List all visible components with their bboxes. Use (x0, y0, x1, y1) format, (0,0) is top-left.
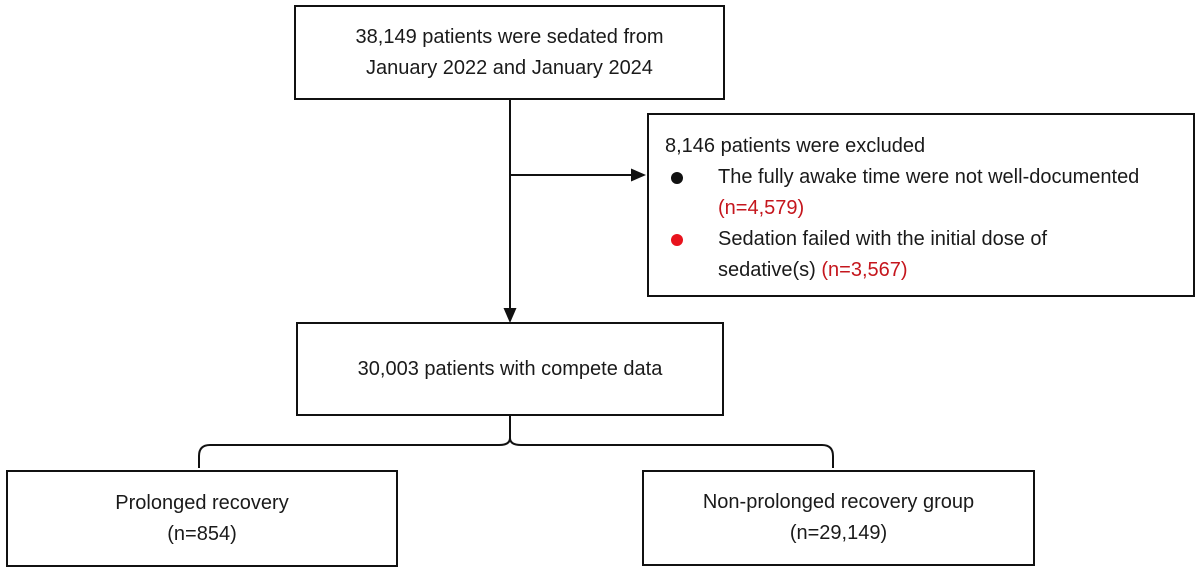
exclusion-bullet-1-line2: (n=4,579) (718, 193, 1139, 224)
arrowhead-down-icon (503, 308, 517, 323)
black-bullet-icon (671, 172, 683, 184)
box-prolonged-recovery: Prolonged recovery (n=854) (6, 470, 398, 567)
sedated-patients-line1: 38,149 patients were sedated from (355, 25, 664, 48)
exclusion-bullet-2-text: Sedation failed with the initial dose of… (718, 224, 1047, 286)
exclusion-bullet-2-count: (n=3,567) (821, 259, 908, 281)
prolonged-recovery-count: (n=854) (167, 522, 237, 545)
non-prolonged-recovery-label: Non-prolonged recovery group (702, 491, 975, 513)
box-excluded-patients: 8,146 patients were excluded The fully a… (647, 113, 1195, 297)
exclusion-bullet-2-line2: sedative(s) (n=3,567) (718, 255, 1047, 286)
complete-data-line1: 30,003 patients with compete data (357, 357, 663, 380)
sedated-patients-line2: January 2022 and January 2024 (366, 56, 653, 79)
exclusion-bullet-1-line1: The fully awake time were not well-docum… (718, 166, 1140, 188)
box-complete-data: 30,003 patients with compete data (296, 322, 724, 416)
prolonged-recovery-label: Prolonged recovery (115, 491, 289, 514)
exclusion-bullet-1-count: (n=4,579) (718, 197, 805, 219)
exclusion-bullet-2-line1: Sedation failed with the initial dose of (718, 228, 1048, 250)
box-sedated-patients: 38,149 patients were sedated from Januar… (294, 5, 725, 100)
exclusion-bullet-1: The fully awake time were not well-docum… (665, 162, 1183, 224)
exclusion-bullet-2-line2-black: sedative(s) (718, 259, 822, 281)
non-prolonged-recovery-count: (n=29,149) (789, 522, 888, 544)
exclusion-bullet-2: Sedation failed with the initial dose of… (665, 224, 1183, 286)
excluded-title: 8,146 patients were excluded (665, 135, 926, 157)
red-bullet-icon (671, 234, 683, 246)
arrowhead-right-icon (631, 168, 646, 182)
brace-left-arm (198, 437, 511, 468)
exclusion-bullet-1-text: The fully awake time were not well-docum… (718, 162, 1139, 224)
brace-right-arm (509, 437, 834, 468)
box-non-prolonged-recovery: Non-prolonged recovery group (n=29,149) (642, 470, 1035, 566)
